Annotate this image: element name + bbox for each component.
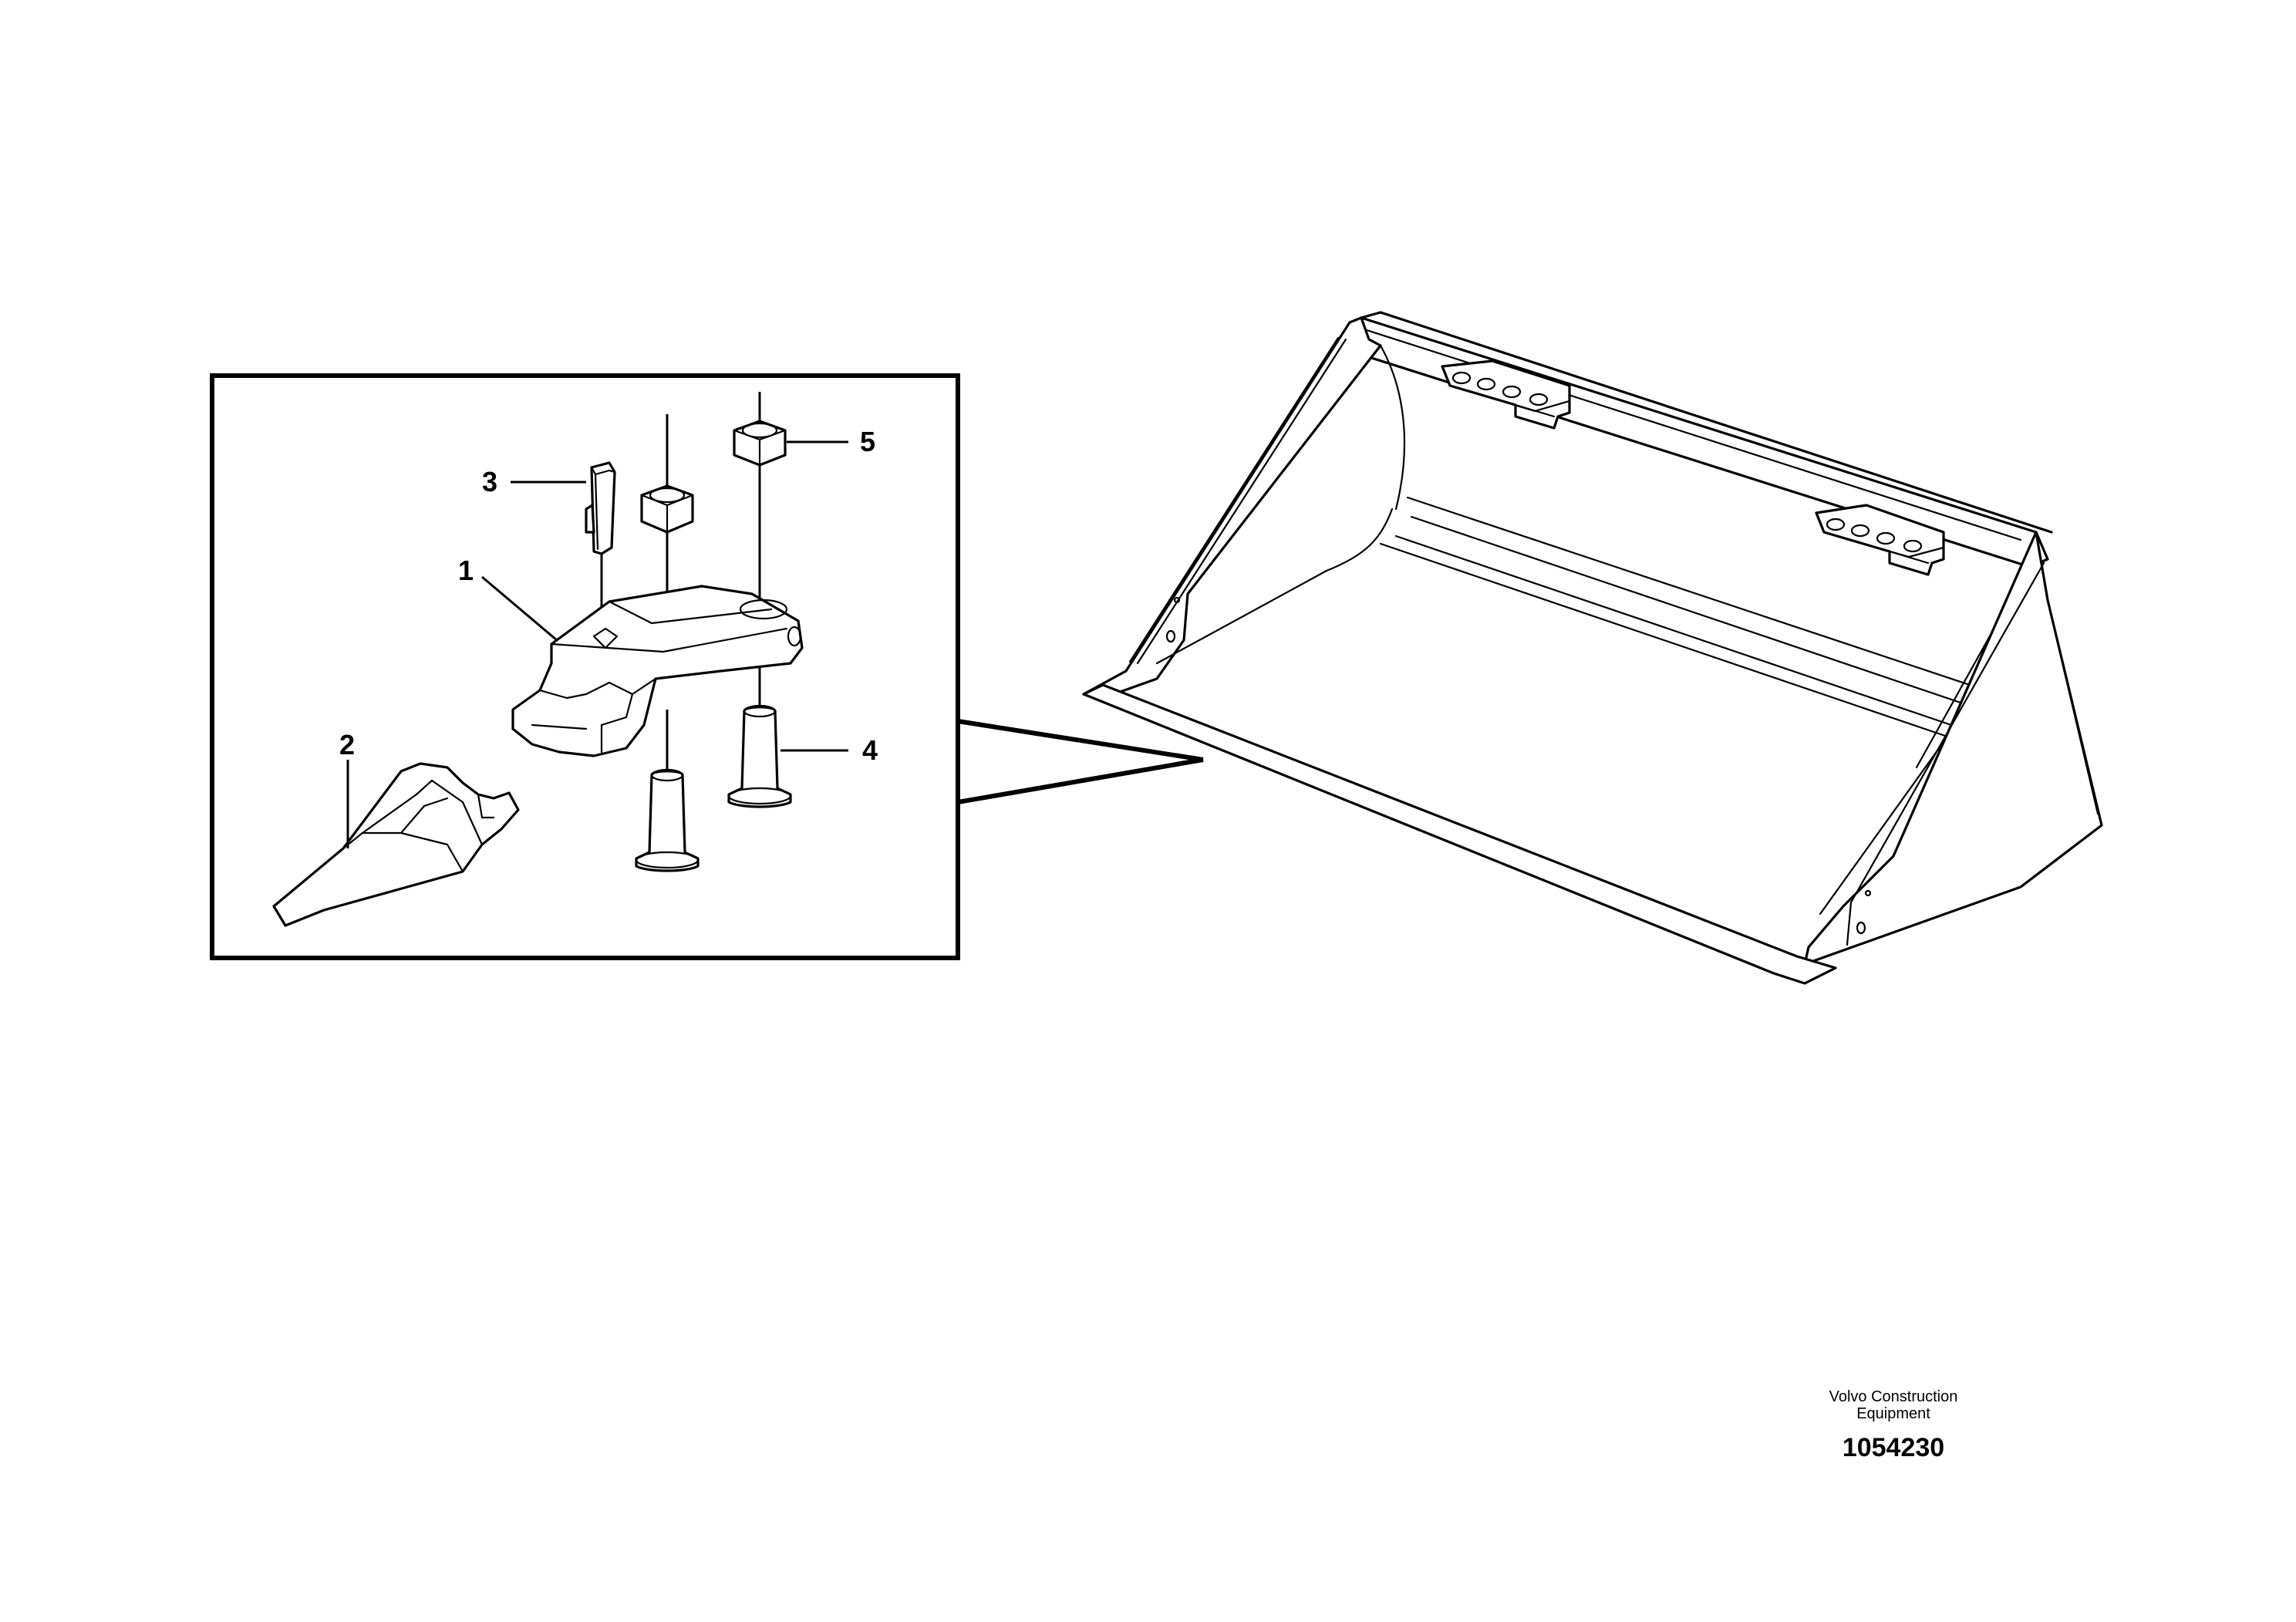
- callout-2: 2: [339, 729, 355, 760]
- bucket-back-wall: [1348, 316, 2049, 568]
- figure-footer: Volvo Construction Equipment 1054230: [1782, 1388, 2005, 1463]
- bucket-illustration: [1082, 311, 2103, 985]
- detail-view-frame: [210, 373, 960, 960]
- bucket-cutting-edge: [1082, 683, 1837, 985]
- bucket-left-side: [1082, 316, 1382, 700]
- hitch-bracket-left: [1441, 359, 1571, 430]
- leader-1: [481, 575, 558, 642]
- figure-number: 1054230: [1842, 1433, 1945, 1462]
- detail-pointer: [957, 719, 1204, 804]
- callout-1: 1: [458, 555, 474, 586]
- callout-4: 4: [862, 734, 878, 766]
- callout-3: 3: [482, 466, 497, 497]
- part-1-adapter: [511, 585, 804, 757]
- callout-5: 5: [860, 426, 875, 457]
- part-4-bolt: [727, 704, 792, 808]
- manufacturer-label: Volvo Construction Equipment: [1829, 1388, 1958, 1422]
- bolt-lower: [635, 768, 700, 872]
- bucket-right-side: [1803, 531, 2103, 966]
- hitch-bracket-right: [1815, 504, 1945, 576]
- part-3-lock-pin: [585, 461, 616, 555]
- part-2-tooth: [272, 762, 520, 927]
- nut-middle: [640, 484, 694, 534]
- part-5-nut: [733, 420, 787, 467]
